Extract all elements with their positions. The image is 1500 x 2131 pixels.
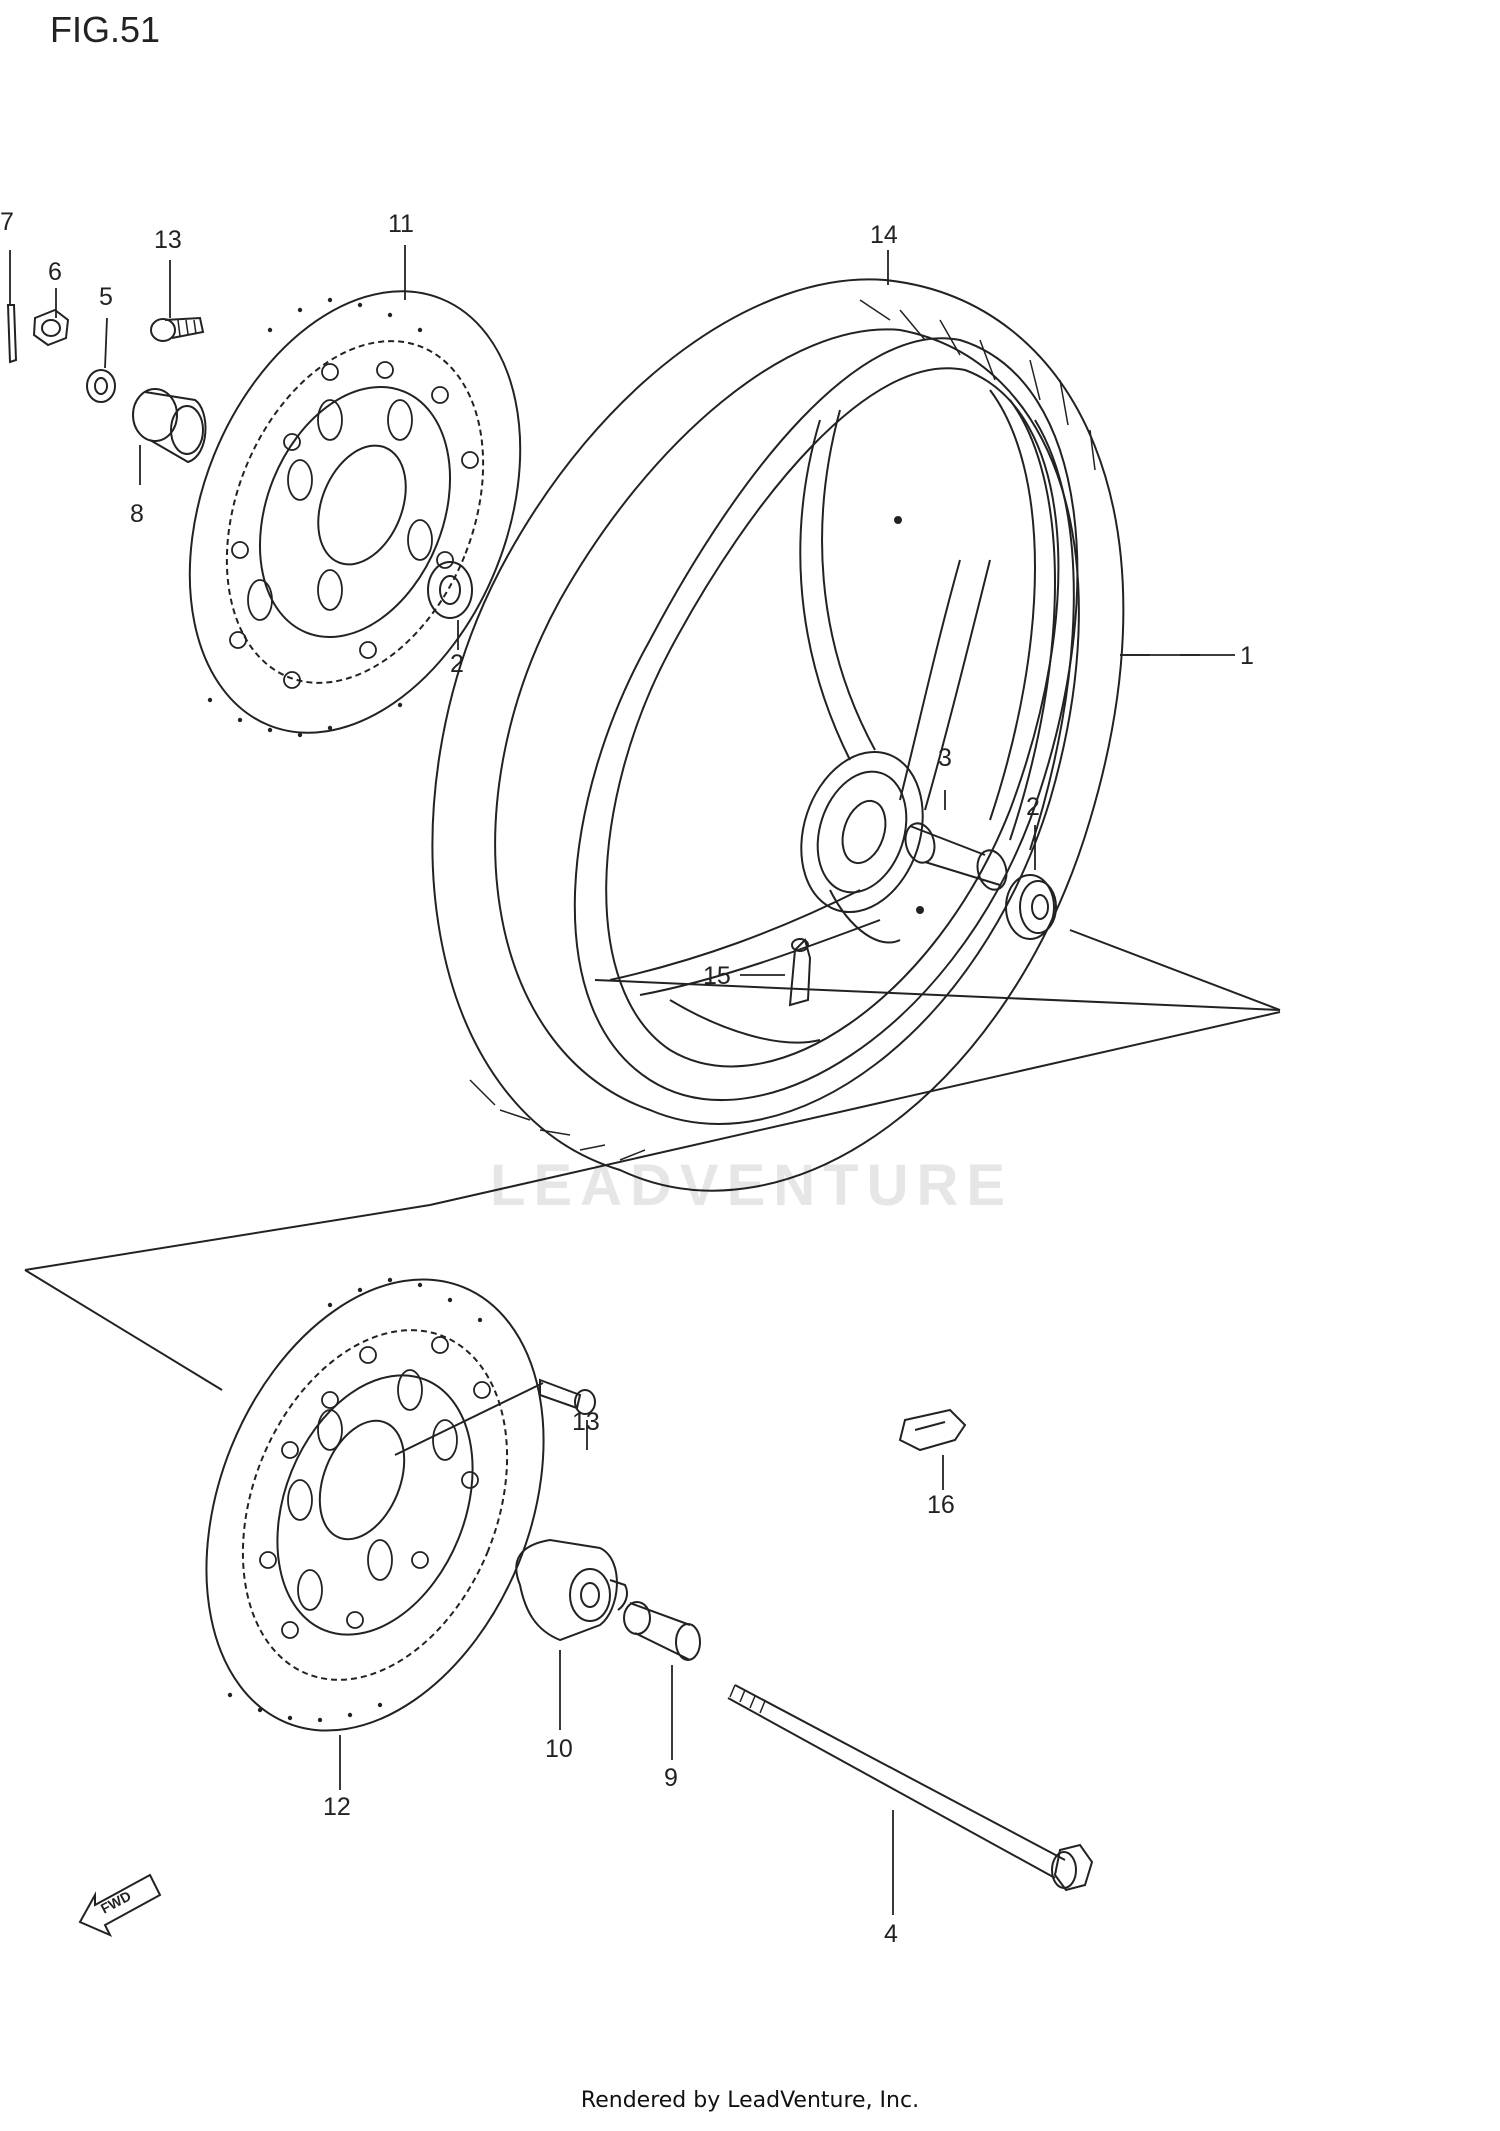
- footer-credit: Rendered by LeadVenture, Inc.: [580, 2088, 920, 2113]
- part-3-spacer: [904, 822, 1008, 891]
- guide-line-bolt: [394, 1382, 544, 1456]
- callout-1: 1: [1240, 642, 1254, 670]
- spoke-lower: [609, 889, 861, 981]
- callout-11: 11: [388, 210, 414, 238]
- fwd-arrow-icon: [78, 1873, 162, 1938]
- wheel-assembly: [431, 278, 1125, 1192]
- callout-4: 4: [884, 1920, 898, 1948]
- tire-inner: [494, 328, 1080, 1125]
- wheel-hub: [800, 750, 924, 914]
- guide-line-left: [24, 1204, 431, 1271]
- part-7-pin: [6, 304, 18, 364]
- callout-13-upper: 13: [154, 226, 182, 254]
- brake-disc-lower: [205, 1277, 545, 1732]
- callout-7: 7: [0, 208, 14, 236]
- part-10-spacer: [515, 1538, 628, 1642]
- watermark: LEADVENTURE: [490, 1153, 1013, 1218]
- part-2-bearing-right: [1005, 874, 1057, 940]
- part-13-bolt-lower: [539, 1378, 596, 1415]
- spoke-upper: [799, 419, 851, 761]
- rim-inner: [605, 367, 1060, 1068]
- figure-title: FIG.51: [50, 9, 160, 50]
- part-9-collar: [623, 1601, 701, 1661]
- part-8-spacer: [132, 388, 207, 464]
- callout-13-lower: 13: [572, 1408, 600, 1436]
- guide-line-upper-b: [1069, 929, 1281, 1011]
- rim-outer: [573, 337, 1079, 1101]
- leader-lines: [9, 245, 1235, 1915]
- part-4-axle: [727, 1684, 1094, 1892]
- callout-8: 8: [130, 500, 144, 528]
- part-6-nut: [32, 308, 70, 347]
- callout-12: 12: [323, 1793, 351, 1821]
- guide-line-upper-a: [594, 979, 1281, 1011]
- callout-9: 9: [664, 1764, 678, 1792]
- callout-14: 14: [870, 221, 898, 249]
- callout-6: 6: [48, 258, 62, 286]
- callout-2-upper: 2: [450, 650, 464, 678]
- callout-10: 10: [545, 1735, 573, 1763]
- part-15-valve: [788, 938, 812, 1007]
- callout-15: 15: [703, 962, 731, 990]
- part-16-clip: [898, 1408, 967, 1452]
- part-5-washer: [86, 369, 116, 403]
- callout-3: 3: [938, 744, 952, 772]
- callout-5: 5: [99, 283, 113, 311]
- callout-2-right: 2: [1026, 793, 1040, 821]
- brake-disc-upper: [188, 290, 522, 738]
- part-13-bolt-upper: [150, 316, 205, 342]
- callout-labels: 7 6 5 13 8 11 14 2 1 3 2 15 13 16 10 9 1…: [0, 208, 1254, 1948]
- tire-outline: [431, 278, 1125, 1192]
- spoke-right: [899, 559, 961, 801]
- guide-line-left-down: [24, 1269, 223, 1391]
- part-2-bearing-upper: [427, 561, 473, 619]
- callout-16: 16: [927, 1491, 955, 1519]
- guide-line-mid: [429, 1011, 1281, 1206]
